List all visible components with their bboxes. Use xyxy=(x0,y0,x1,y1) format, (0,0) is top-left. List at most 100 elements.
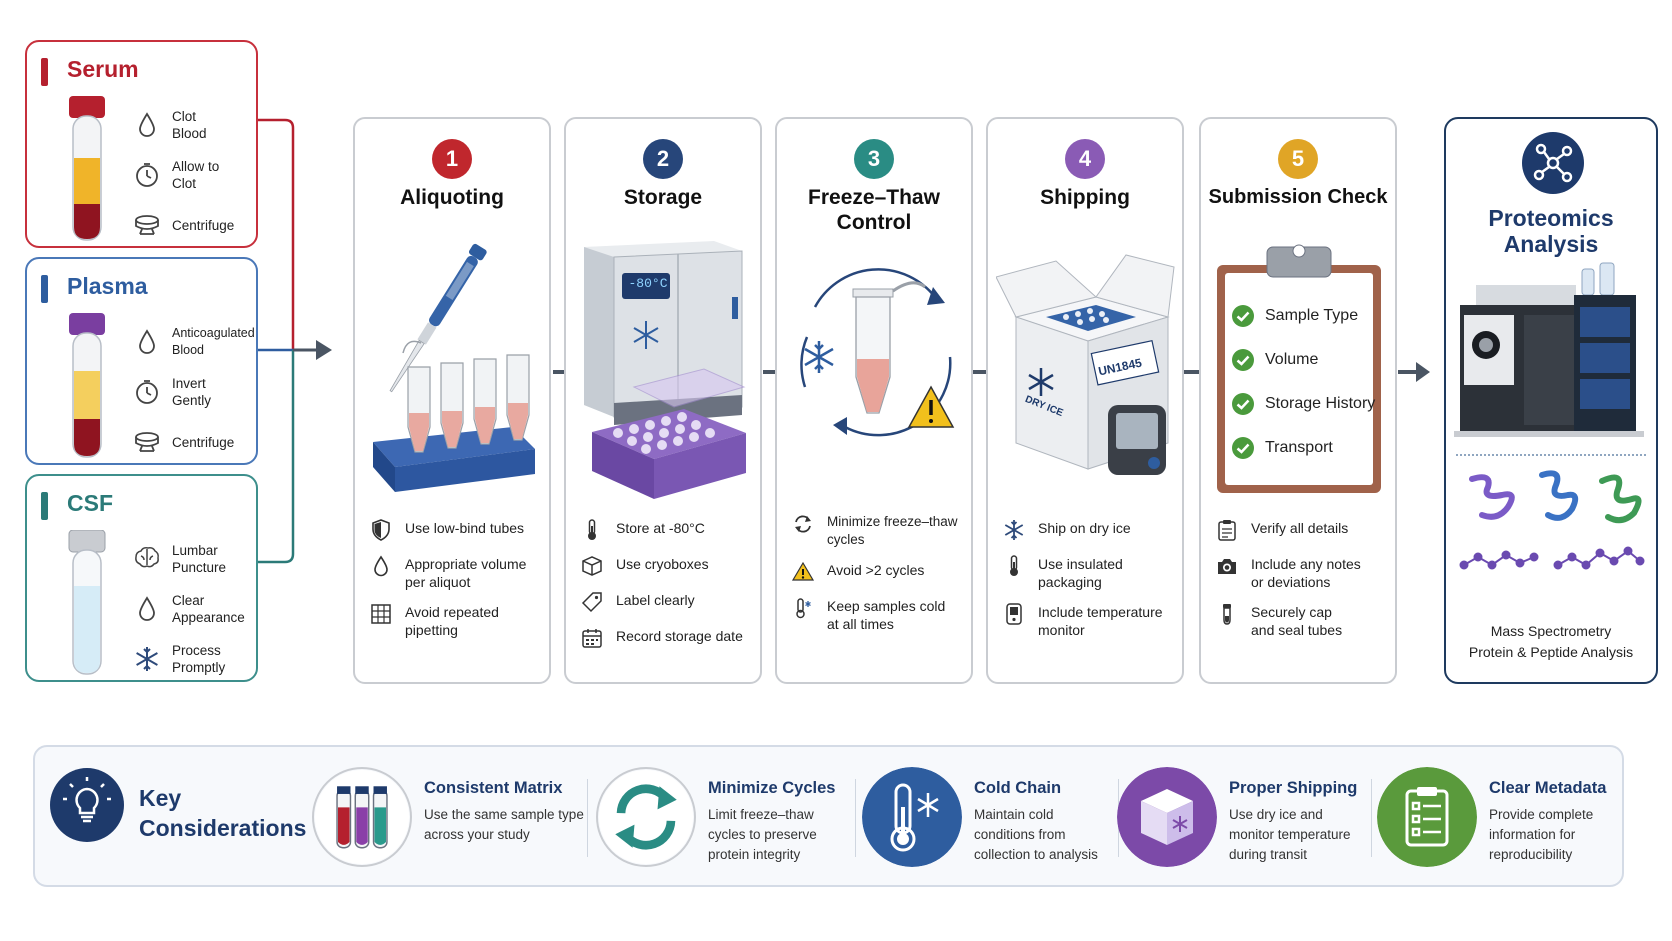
tip-label: Minimize freeze–thaw cycles xyxy=(827,514,958,547)
key-item-title: Consistent Matrix xyxy=(424,779,563,797)
checklist-label: Volume xyxy=(1265,351,1319,368)
submission-tips: Verify all details Include any notes or … xyxy=(1215,517,1387,649)
step-number: 1 xyxy=(432,139,472,179)
tip-item: Use cryoboxes xyxy=(580,553,752,579)
plasma-card: Plasma Anticoagulated Blood Invert Gentl… xyxy=(25,257,258,465)
centrifuge-icon xyxy=(135,432,159,452)
serum-step-label: Clot Blood xyxy=(172,109,207,141)
tip-item: Keep samples cold at all times xyxy=(791,595,963,633)
checklist-item: Storage History xyxy=(1231,382,1391,426)
separator xyxy=(1371,779,1372,857)
key-item-title: Proper Shipping xyxy=(1229,779,1358,797)
divider xyxy=(1456,454,1646,456)
plasma-step-label: Anticoagulated Blood xyxy=(172,326,255,357)
tip-item: Ship on dry ice xyxy=(1002,517,1174,543)
checklist-item: Transport xyxy=(1231,426,1391,470)
csf-title: CSF xyxy=(67,490,113,516)
tip-item: Include temperature monitor xyxy=(1002,601,1174,639)
plasma-tube-icon xyxy=(69,313,105,458)
shipping-illustration xyxy=(996,254,1175,475)
serum-title: Serum xyxy=(67,56,139,82)
package-icon xyxy=(1117,767,1217,867)
key-title: Key Considerations xyxy=(139,785,307,841)
separator xyxy=(855,779,856,857)
timer-icon xyxy=(136,163,158,187)
tip-item: Securely cap and seal tubes xyxy=(1215,601,1387,639)
tip-item: Use insulated packaging xyxy=(1002,553,1174,591)
cycle-icon xyxy=(795,515,811,533)
key-item-title: Minimize Cycles xyxy=(708,779,836,797)
tip-label: Avoid repeated pipetting xyxy=(405,604,499,638)
shield-icon xyxy=(372,519,390,541)
aliquoting-illustration xyxy=(373,243,535,492)
key-item-title: Cold Chain xyxy=(974,779,1062,797)
warning-icon xyxy=(791,561,815,581)
drop-icon xyxy=(374,555,388,577)
tip-item: Record storage date xyxy=(580,625,752,651)
tip-item: Store at -80°C xyxy=(580,517,752,543)
plasma-step-label: Invert Gently xyxy=(172,376,212,408)
clipboard-list-icon xyxy=(1377,767,1477,867)
arrow-right-icon xyxy=(1398,362,1430,382)
check-circle-icon xyxy=(1232,349,1254,371)
timer-icon xyxy=(136,380,158,404)
checklist: Sample Type Volume Storage History Trans… xyxy=(1231,294,1391,470)
check-circle-icon xyxy=(1232,393,1254,415)
centrifuge-icon xyxy=(135,215,159,235)
panel-title: Freeze–Thaw Control xyxy=(808,186,940,234)
checklist-label: Storage History xyxy=(1265,395,1376,412)
thermometer-icon xyxy=(1010,555,1018,576)
csf-step: Lumbar Puncture xyxy=(132,534,257,584)
csf-steps: Lumbar Puncture Clear Appearance Process… xyxy=(132,534,257,684)
tip-label: Include any notes or deviations xyxy=(1251,556,1361,590)
panel-shipping: 4 Shipping UN1845 DRY ICE Ship on dry ic… xyxy=(986,117,1184,684)
tip-label: Store at -80°C xyxy=(616,520,705,536)
tubes-icon xyxy=(312,767,412,867)
tip-item: Avoid repeated pipetting xyxy=(369,601,541,639)
csf-accent-bar xyxy=(41,492,48,520)
checklist-label: Sample Type xyxy=(1265,307,1359,324)
tip-label: Appropriate volume per aliquot xyxy=(405,556,527,590)
tip-label: Record storage date xyxy=(616,628,743,644)
tube-icon xyxy=(1223,604,1231,625)
box-icon xyxy=(582,556,602,576)
serum-step-label: Centrifuge xyxy=(172,217,235,233)
protein-structures-illustration xyxy=(1459,470,1645,570)
cold-thermometer-icon xyxy=(796,598,811,619)
serum-step: Allow to Clot xyxy=(132,150,257,200)
csf-tube-icon xyxy=(68,530,106,675)
tip-label: Use insulated packaging xyxy=(1038,556,1123,590)
step-number: 2 xyxy=(643,139,683,179)
snowflake-icon xyxy=(136,647,158,671)
serum-step: Centrifuge xyxy=(132,200,257,250)
panel-storage: 2 Storage -80°C Store at -80°C Use cryob… xyxy=(564,117,762,684)
plasma-step: Anticoagulated Blood xyxy=(132,317,257,367)
plasma-step: Invert Gently xyxy=(132,367,257,417)
panel-submission-check: 5 Submission Check Sample Type Volume St… xyxy=(1199,117,1397,684)
step-number: 4 xyxy=(1065,139,1105,179)
tip-item: Minimize freeze–thaw cycles xyxy=(791,511,963,549)
checklist-item: Volume xyxy=(1231,338,1391,382)
camera-icon xyxy=(1218,559,1236,574)
plasma-step-label: Centrifuge xyxy=(172,434,235,450)
tip-label: Avoid >2 cycles xyxy=(827,562,925,578)
panel-title: Aliquoting xyxy=(400,186,504,209)
tip-item: Use low-bind tubes xyxy=(369,517,541,543)
sample-connectors xyxy=(258,118,332,564)
proteomics-title: Proteomics Analysis xyxy=(1488,205,1614,257)
panel-title: Storage xyxy=(623,186,703,209)
thermometer-icon xyxy=(588,519,596,540)
panel-proteomics: Proteomics Analysis Mass Spectrometry Pr… xyxy=(1444,117,1658,684)
serum-step: Clot Blood xyxy=(132,100,257,150)
tip-item: Avoid >2 cycles xyxy=(791,559,963,585)
clipboard-icon xyxy=(1218,520,1236,541)
storage-tips: Store at -80°C Use cryoboxes Label clear… xyxy=(580,517,752,661)
shipping-tips: Ship on dry ice Use insulated packaging … xyxy=(1002,517,1174,649)
proteomics-subtitle: Mass Spectrometry Protein & Peptide Anal… xyxy=(1468,623,1634,660)
tip-label: Include temperature monitor xyxy=(1038,604,1163,638)
serum-accent-bar xyxy=(41,58,48,86)
checklist-label: Transport xyxy=(1265,439,1333,456)
tip-item: Appropriate volume per aliquot xyxy=(369,553,541,591)
tip-item: Verify all details xyxy=(1215,517,1387,543)
snowflake-icon xyxy=(1004,520,1024,540)
